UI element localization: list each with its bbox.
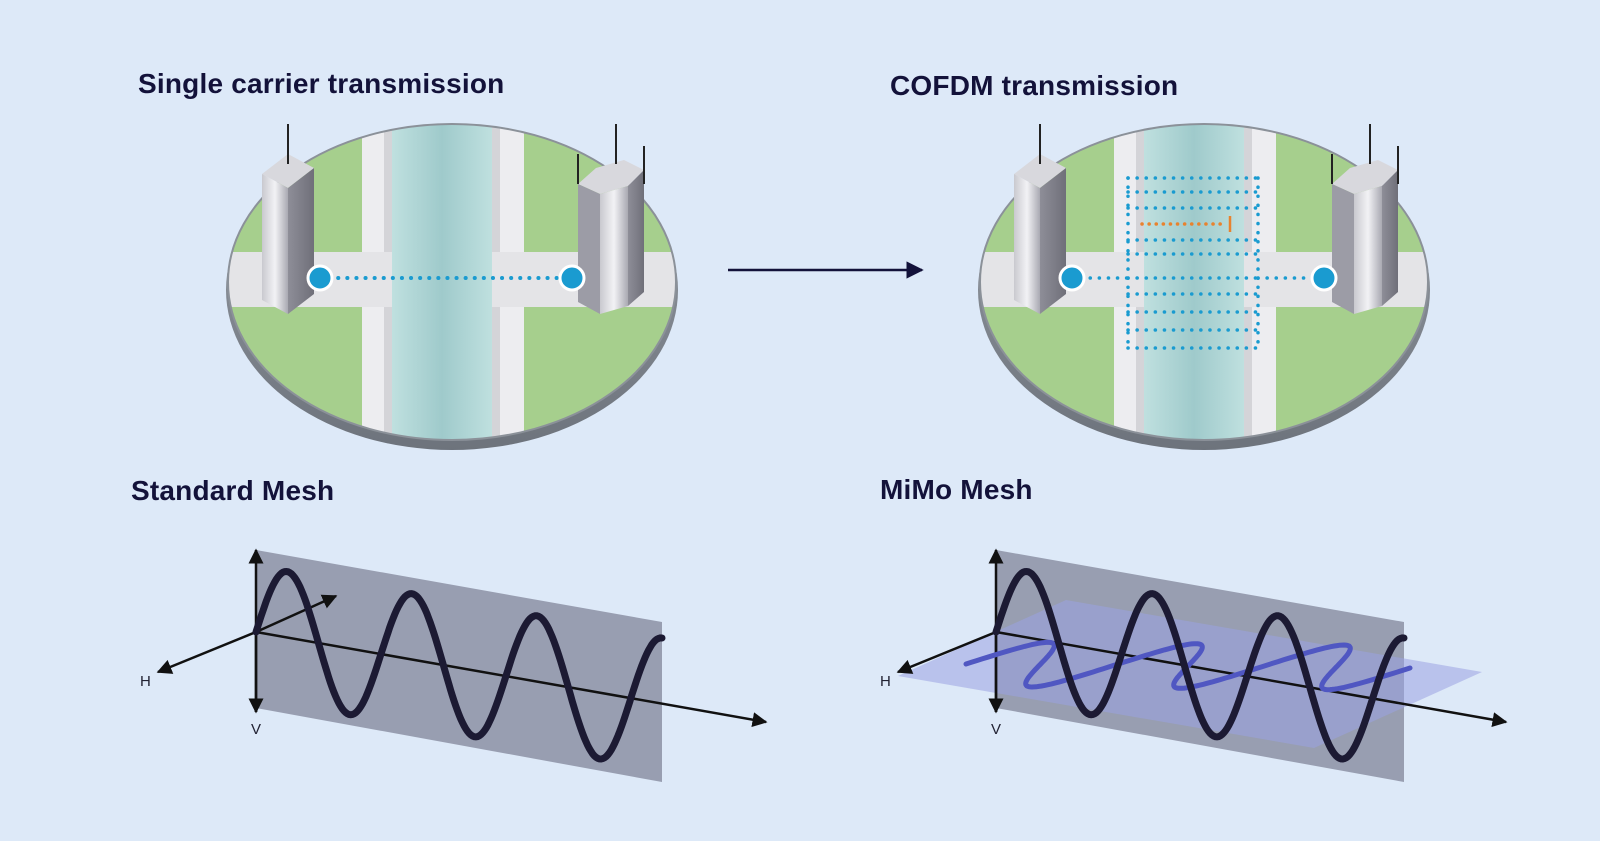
horizontal-axis-back	[255, 594, 338, 634]
building-icon	[1331, 123, 1399, 315]
horizontal-axis	[156, 630, 257, 674]
building-icon	[1013, 123, 1067, 315]
single-carrier-title: Single carrier transmission	[138, 68, 505, 99]
standard-mesh-wave-diagram: H V	[140, 548, 768, 782]
v-axis-label: V	[991, 721, 1001, 738]
vertical-wave	[992, 567, 1408, 763]
building-icon	[261, 123, 315, 315]
antenna-node-icon	[1058, 264, 1086, 292]
antenna-node-icon	[558, 264, 586, 292]
cofdm-title: COFDM transmission	[890, 70, 1179, 101]
vertical-polarization-plane	[256, 550, 662, 782]
mimo-mesh-wave-diagram: H V	[880, 548, 1508, 782]
h-axis-label: H	[140, 673, 151, 690]
antenna-node-icon	[1310, 264, 1338, 292]
building-icon	[577, 123, 645, 315]
propagation-axis	[255, 630, 768, 728]
propagation-axis	[995, 630, 1508, 728]
single-carrier-scene	[222, 112, 692, 467]
antenna-node-icon	[306, 264, 334, 292]
vertical-wave	[252, 567, 666, 763]
horizontal-axis	[896, 630, 997, 674]
standard-mesh-title: Standard Mesh	[131, 475, 335, 506]
cofdm-scene	[974, 112, 1444, 467]
h-axis-label: H	[880, 673, 891, 690]
v-axis-label: V	[251, 721, 261, 738]
mimo-mesh-title: MiMo Mesh	[880, 474, 1033, 505]
